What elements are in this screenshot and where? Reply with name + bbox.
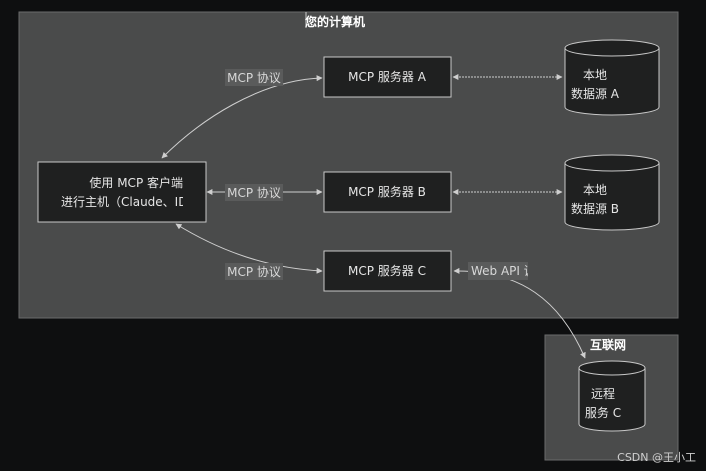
node-remote [578,360,646,432]
node-remote-line1: 远程 [591,386,615,401]
edge-host-server-c [175,223,323,274]
node-remote-line2: 服务 C [585,405,621,420]
edge-host-server-a [161,75,323,159]
node-server-b-label: MCP 服务器 B [348,184,426,199]
edge-label-mcp-a: MCP 协议 [227,70,281,85]
edge-label-bg-c [225,263,283,280]
node-server-c-label: MCP 服务器 C [348,263,426,278]
node-db-a [564,39,660,116]
edge-label-bg-a [225,69,283,86]
cluster-internet-title: 互联网 [590,338,626,352]
edge-label-mcp-b: MCP 协议 [227,185,281,200]
node-host [37,161,207,223]
node-db-a-line2: 数据源 A [571,86,620,101]
node-host-line1: 使用 MCP 客户端 [89,175,183,190]
node-db-b-line2: 数据源 B [571,201,619,216]
watermark: CSDN @王小工 [617,451,696,464]
node-server-a [323,56,452,98]
edge-label-bg-web [468,262,528,280]
node-db-b-line1: 本地 [583,183,607,197]
cluster-computer-title: 您的计算机 [305,14,365,29]
node-db-a-line1: 本地 [583,68,607,82]
node-host-line2: 进行主机（Claude、ID [61,195,187,209]
node-server-b [323,171,452,213]
node-server-a-label: MCP 服务器 A [348,69,427,84]
node-server-c [323,250,452,292]
edge-label-bg-b [225,184,283,201]
edge-label-web-api: Web API 调 [471,264,536,278]
edge-label-mcp-c: MCP 协议 [227,264,281,279]
node-db-b [564,154,660,231]
